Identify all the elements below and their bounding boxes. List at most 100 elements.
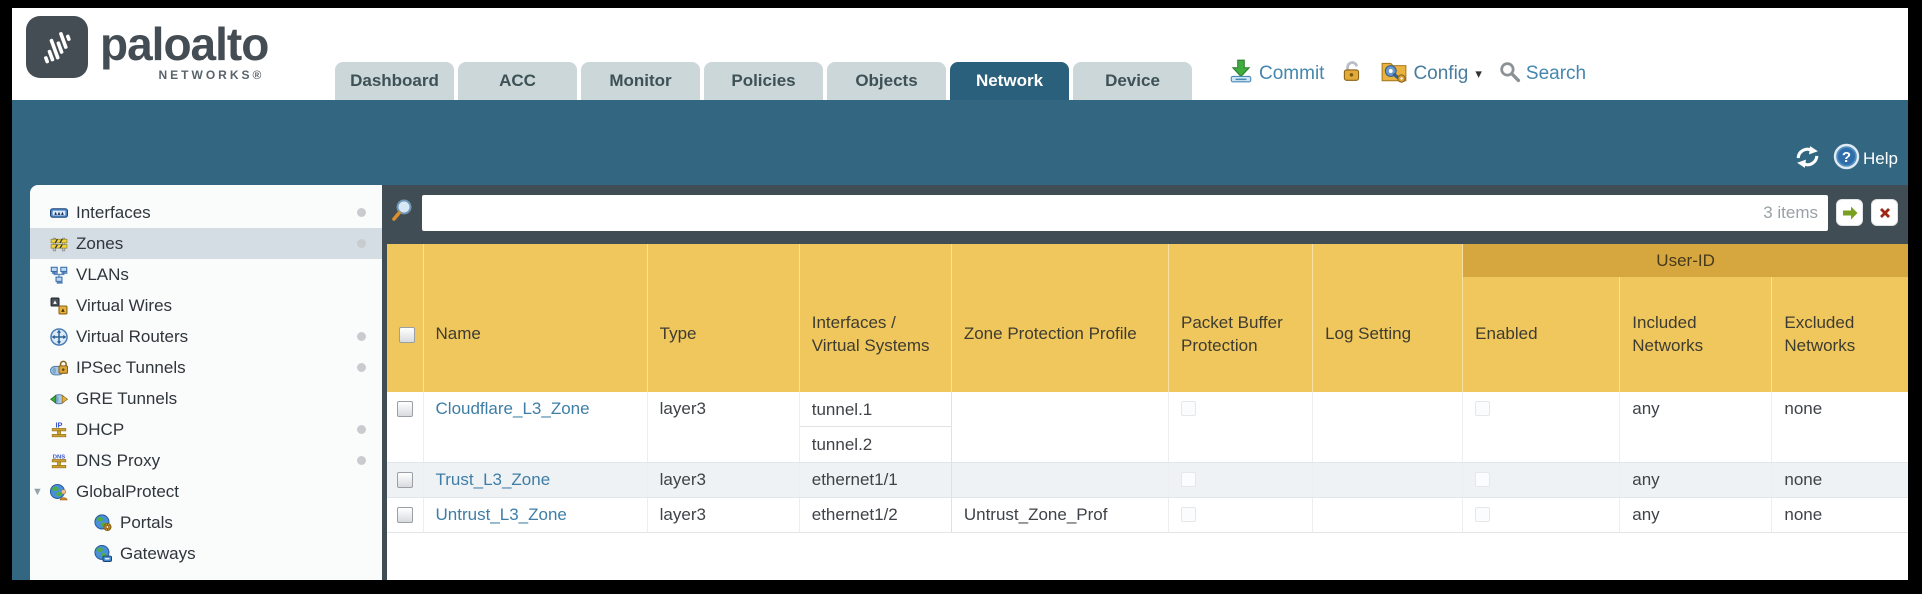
col-header-excluded-networks[interactable]: Excluded Networks (1771, 277, 1908, 392)
sidebar-item-label: Zones (76, 233, 124, 253)
interfaces-cell: tunnel.1 tunnel.2 (798, 392, 952, 463)
tab-policies[interactable]: Policies (704, 62, 823, 100)
zone-name-link[interactable]: Untrust_L3_Zone (435, 505, 567, 524)
log-setting-cell (1312, 392, 1463, 463)
col-header-type[interactable]: Type (646, 277, 800, 392)
included-networks-cell: any (1619, 462, 1772, 498)
sidebar-item-portals[interactable]: Portals (30, 507, 382, 538)
sidebar-item-label: Portals (120, 512, 173, 532)
col-header-enabled[interactable]: Enabled (1462, 277, 1620, 392)
lock-button[interactable] (1340, 59, 1364, 89)
sidebar-item-dhcp[interactable]: IP DHCP (30, 414, 382, 445)
sidebar-item-vlans[interactable]: VLANs (30, 259, 382, 290)
zone-type-cell: layer3 (646, 497, 800, 533)
config-label: Config (1413, 63, 1469, 84)
sidebar-item-dns-proxy[interactable]: DNS DNS Proxy (30, 445, 382, 476)
packet-buffer-checkbox[interactable] (1180, 472, 1196, 487)
tab-monitor[interactable]: Monitor (581, 62, 700, 100)
sidebar-item-virtual-wires[interactable]: Virtual Wires (30, 290, 382, 321)
items-count: 3 items (1763, 202, 1818, 222)
zone-protection-profile-cell: Untrust_Zone_Prof (950, 497, 1169, 533)
top-actions: Commit (1228, 58, 1594, 90)
refresh-icon[interactable] (1794, 145, 1821, 174)
sidebar-item-zones[interactable]: Zones (30, 228, 382, 259)
sidebar-item-gateways[interactable]: Gateways (30, 538, 382, 569)
vlans-icon (50, 266, 68, 284)
zone-name-link[interactable]: Trust_L3_Zone (435, 470, 551, 489)
col-header-log-setting[interactable]: Log Setting (1312, 277, 1463, 392)
zone-name-link[interactable]: Cloudflare_L3_Zone (435, 399, 590, 418)
config-icon (1380, 58, 1408, 90)
clear-filter-button[interactable] (1871, 199, 1898, 226)
search-button[interactable]: Search (1498, 60, 1586, 89)
red-x-icon (1879, 207, 1890, 218)
sidebar-item-gre-tunnels[interactable]: GRE Tunnels (30, 383, 382, 414)
header-spacer (950, 244, 1169, 277)
search-label: Search (1525, 63, 1587, 84)
sidebar-item-label: IPSec Tunnels (76, 357, 186, 377)
zone-protection-profile-cell (950, 462, 1169, 498)
interfaces-cell: ethernet1/2 (798, 497, 952, 533)
help-button[interactable]: ? Help (1833, 143, 1898, 175)
tab-acc[interactable]: ACC (458, 62, 577, 100)
dhcp-icon: IP (51, 421, 67, 437)
col-header-name[interactable]: Name (422, 277, 648, 392)
main-nav-tabs: Dashboard ACC Monitor Policies Objects N… (335, 62, 1192, 100)
tab-dashboard[interactable]: Dashboard (335, 62, 454, 100)
sidebar-item-label: Virtual Wires (76, 295, 173, 315)
sidebar-item-ipsec-tunnels[interactable]: IPSec Tunnels (30, 352, 382, 383)
packet-buffer-checkbox[interactable] (1180, 401, 1196, 416)
search-icon (1498, 60, 1521, 89)
filter-input[interactable] (422, 194, 1828, 231)
status-dot (357, 425, 366, 434)
filter-bar: 3 items (382, 185, 1908, 244)
row-checkbox[interactable] (396, 472, 413, 488)
enabled-checkbox[interactable] (1475, 401, 1491, 416)
tab-network[interactable]: Network (950, 62, 1069, 100)
header-spacer (646, 244, 800, 277)
header-spacer (1167, 244, 1313, 277)
lock-icon (1340, 59, 1364, 89)
log-setting-cell (1312, 462, 1463, 498)
apply-filter-button[interactable] (1836, 199, 1863, 226)
excluded-networks-cell: none (1771, 497, 1908, 533)
sidebar-item-interfaces[interactable]: Interfaces (30, 197, 382, 228)
excluded-networks-cell: none (1771, 462, 1908, 498)
sidebar-item-globalprotect[interactable]: ▼ GlobalProtect (30, 476, 382, 507)
sidebar-item-label: GRE Tunnels (76, 388, 178, 408)
col-header-included-networks[interactable]: Included Networks (1619, 277, 1772, 392)
col-header-interfaces[interactable]: Interfaces / Virtual Systems (798, 277, 952, 392)
excluded-networks-cell: none (1771, 392, 1908, 463)
sidebar-item-virtual-routers[interactable]: Virtual Routers (30, 321, 382, 352)
row-checkbox[interactable] (396, 401, 413, 417)
brand-name: paloalto (100, 18, 269, 70)
enabled-checkbox[interactable] (1475, 507, 1491, 522)
commit-button[interactable]: Commit (1228, 58, 1324, 90)
green-arrow-icon (1842, 206, 1857, 219)
tab-objects[interactable]: Objects (827, 62, 946, 100)
commit-icon (1228, 58, 1254, 90)
tab-device[interactable]: Device (1073, 62, 1192, 100)
virtual-routers-icon (50, 327, 68, 346)
header-spacer (422, 244, 648, 277)
brand-subtitle: NETWORKS® (158, 68, 265, 82)
interface-entry: ethernet1/1 (811, 470, 898, 489)
col-header-packet-buffer-protection[interactable]: Packet Buffer Protection (1167, 277, 1313, 392)
sidebar-item-label: Interfaces (76, 202, 151, 222)
table-row: Untrust_L3_Zone layer3 ethernet1/2 Untru… (387, 497, 1908, 533)
table-row: Trust_L3_Zone layer3 ethernet1/1 any non… (387, 462, 1908, 498)
config-menu-button[interactable]: Config ▾ (1380, 58, 1482, 90)
select-all-checkbox[interactable] (399, 326, 415, 343)
status-dot (357, 239, 366, 248)
packet-buffer-checkbox[interactable] (1180, 507, 1196, 522)
col-header-zone-protection-profile[interactable]: Zone Protection Profile (950, 277, 1169, 392)
row-checkbox[interactable] (396, 507, 413, 523)
commit-label: Commit (1259, 63, 1325, 84)
expander-icon[interactable]: ▼ (32, 485, 43, 498)
interface-entry: tunnel.2 (811, 435, 873, 454)
enabled-checkbox[interactable] (1475, 472, 1491, 487)
included-networks-cell: any (1619, 392, 1772, 463)
user-id-enabled-cell (1462, 392, 1620, 463)
network-sidebar: Interfaces Zones (30, 185, 382, 580)
header-spacer (387, 244, 424, 277)
